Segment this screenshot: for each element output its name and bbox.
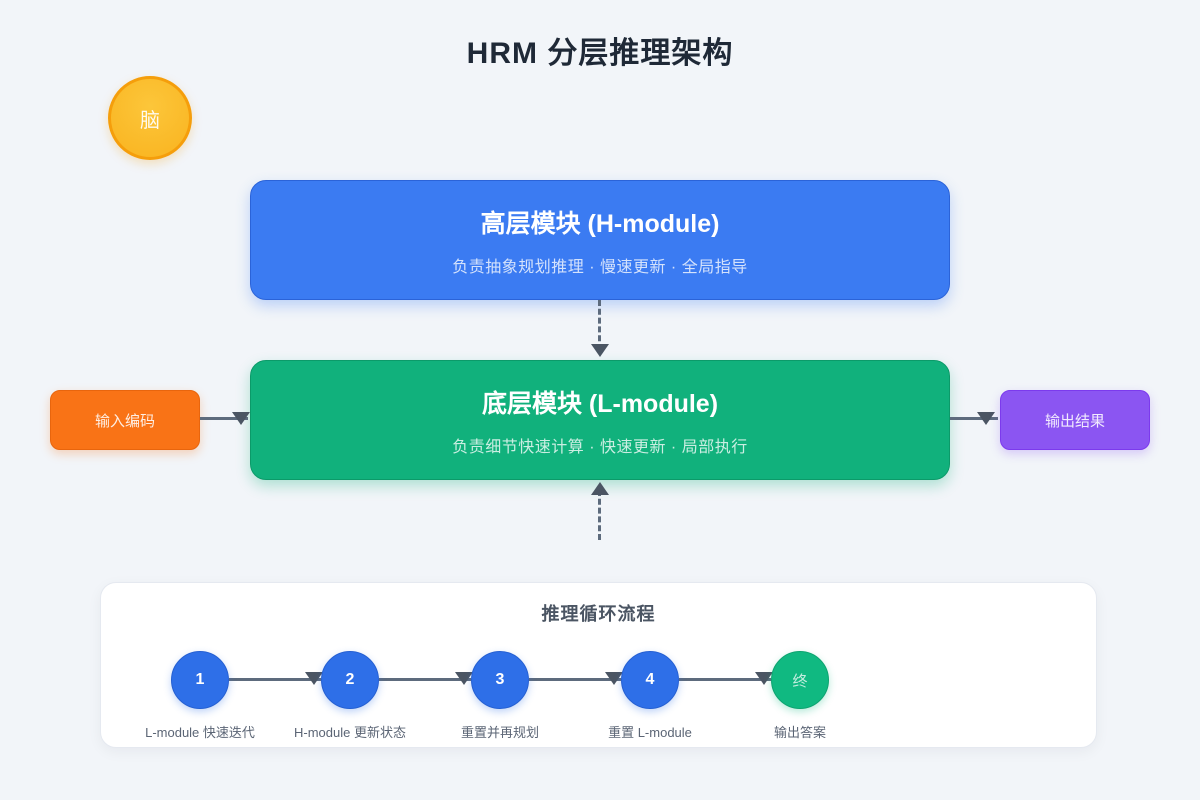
step-number: 终	[792, 672, 808, 690]
step-connector-line	[379, 678, 471, 681]
l-module-subtitle: 负责细节快速计算 · 快速更新 · 局部执行	[452, 438, 748, 456]
output-label: 输出结果	[1044, 412, 1105, 430]
step-label-1: L-module 快速迭代	[145, 725, 255, 740]
step-label-final: 输出答案	[773, 725, 826, 740]
h-module-box: 高层模块 (H-module) 负责抽象规划推理 · 慢速更新 · 全局指导	[250, 180, 950, 300]
step-circle-3: 3	[471, 651, 529, 709]
output-arrowhead-icon	[977, 412, 995, 425]
step-number: 4	[645, 671, 655, 688]
h-module-subtitle: 负责抽象规划推理 · 慢速更新 · 全局指导	[452, 258, 748, 276]
step-connector-line	[229, 678, 321, 681]
step-connector-line	[679, 678, 771, 681]
step-connector-arrowhead-icon	[605, 672, 623, 685]
step-connector-line	[529, 678, 621, 681]
page-title: HRM 分层推理架构	[466, 37, 734, 70]
input-label: 输入编码	[94, 412, 155, 430]
step-circle-2: 2	[321, 651, 379, 709]
h-to-l-dashed-line	[598, 300, 601, 350]
step-label-4: 重置 L-module	[608, 725, 692, 740]
output-arrow-line	[950, 417, 998, 420]
step-number: 2	[345, 671, 355, 688]
step-circle-4: 4	[621, 651, 679, 709]
brain-badge-icon: 脑	[108, 76, 192, 160]
step-number: 1	[195, 671, 205, 688]
feedback-dashed-line	[598, 490, 601, 540]
step-label-3: 重置并再规划	[460, 725, 539, 740]
output-box: 输出结果	[1000, 390, 1150, 450]
step-connector-arrowhead-icon	[455, 672, 473, 685]
feedback-arrowhead-icon	[591, 482, 609, 495]
process-card	[100, 582, 1097, 748]
step-label-2: H-module 更新状态	[294, 725, 406, 740]
input-arrowhead-icon	[232, 412, 250, 425]
process-title: 推理循环流程	[541, 604, 656, 624]
h-module-title: 高层模块 (H-module)	[480, 209, 720, 238]
l-module-title: 底层模块 (L-module)	[481, 389, 719, 418]
step-connector-arrowhead-icon	[305, 672, 323, 685]
step-circle-1: 1	[171, 651, 229, 709]
l-module-box: 底层模块 (L-module) 负责细节快速计算 · 快速更新 · 局部执行	[250, 360, 950, 480]
input-box: 输入编码	[50, 390, 200, 450]
h-to-l-arrowhead-icon	[591, 344, 609, 357]
step-circle-final: 终	[771, 651, 829, 709]
step-connector-arrowhead-icon	[755, 672, 773, 685]
step-number: 3	[495, 671, 505, 688]
brain-badge-char: 脑	[140, 109, 160, 132]
input-arrow-line	[200, 417, 248, 420]
